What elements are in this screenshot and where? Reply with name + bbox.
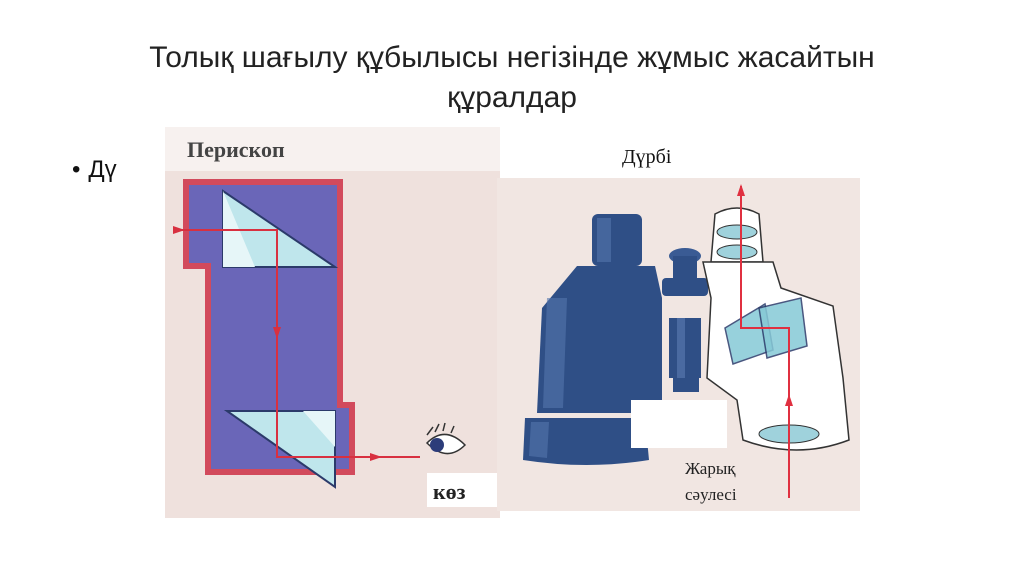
- binocular-left-barrel: [523, 214, 662, 465]
- slide-title: Толық шағылу құбылысы негізінде жұмыс жа…: [0, 38, 1024, 118]
- slide-title-line-1: Толық шағылу құбылысы негізінде жұмыс жа…: [149, 41, 875, 74]
- ray-label-line-2: сәулесі: [685, 485, 737, 504]
- bullet-dot: •: [72, 156, 81, 183]
- eye-label-box: [427, 473, 500, 507]
- eye-icon: [425, 422, 467, 455]
- ray-arrow-down: [273, 327, 281, 339]
- ray-arrow-out: [370, 453, 382, 461]
- periscope-label-area: [165, 127, 500, 171]
- ray-label-line-1: Жарық: [685, 459, 736, 478]
- bullet-item: • Дү: [72, 156, 117, 184]
- blank-label-box: [631, 400, 727, 448]
- objective-lens-2: [716, 244, 758, 260]
- binoculars-light-ray: [740, 186, 790, 498]
- lower-prism-highlight: [303, 411, 335, 447]
- slide-title-line-2: құралдар: [447, 81, 577, 114]
- periscope-light-ray: [173, 229, 420, 458]
- ray-arrow-up-lower: [785, 394, 793, 406]
- binoculars-figure: Жарық сәулесі: [497, 178, 860, 511]
- periscope-label: Перископ: [187, 137, 285, 162]
- binoculars-label: Дүрбі: [622, 146, 672, 168]
- binocular-hinge: [662, 248, 708, 392]
- ray-arrow-in: [173, 226, 185, 234]
- ray-arrow-up: [737, 184, 745, 196]
- bullet-text: Дү: [88, 156, 117, 183]
- periscope-figure: Перископ көз: [165, 127, 500, 518]
- objective-lens: [716, 224, 758, 240]
- eye-label: көз: [433, 479, 466, 504]
- lower-prism: [223, 410, 336, 489]
